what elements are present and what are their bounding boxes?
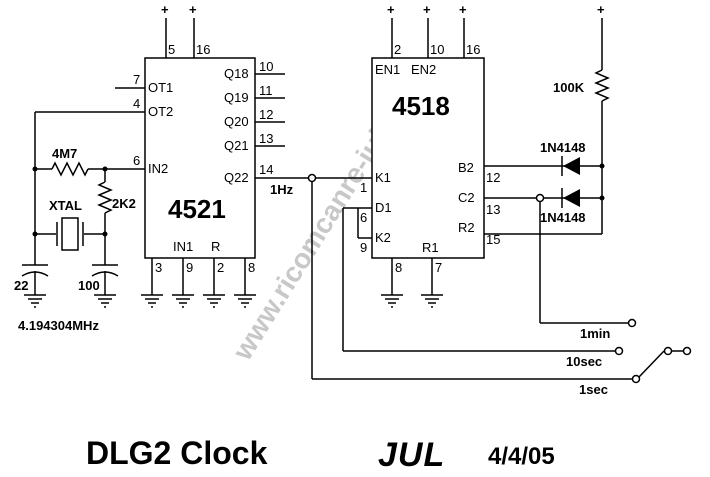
junction-dot — [32, 231, 38, 237]
junction-dot — [102, 231, 108, 237]
output-10sec-terminal — [614, 346, 624, 356]
resistor-2k2-label: 2K2 — [112, 196, 136, 211]
output-1sec-label: 1sec — [579, 382, 608, 397]
pin-number: 9 — [360, 240, 367, 255]
output-10sec-label: 10sec — [566, 354, 602, 369]
chip-4518-name: 4518 — [392, 91, 450, 121]
chip-4521-body — [144, 57, 256, 259]
junction-dot — [599, 163, 605, 169]
ground-icon — [172, 294, 194, 308]
pin-number: 9 — [186, 260, 193, 275]
pin-label: R1 — [422, 240, 439, 255]
crystal-frequency-label: 4.194304MHz — [18, 318, 99, 333]
pin-number: 6 — [133, 153, 140, 168]
output-1sec-terminal — [631, 374, 641, 384]
supply-plus: + — [189, 2, 197, 17]
pin-number: 16 — [196, 42, 210, 57]
pin-number: 13 — [259, 131, 273, 146]
pin-number: 6 — [360, 210, 367, 225]
diode-1-icon — [555, 156, 602, 176]
crystal-label: XTAL — [49, 198, 82, 213]
pin-number: 4 — [133, 96, 140, 111]
pin-number: 14 — [259, 162, 273, 177]
net-node — [307, 173, 317, 183]
pin-number: 8 — [248, 260, 255, 275]
pin-number: 8 — [395, 260, 402, 275]
pin-number: 10 — [259, 59, 273, 74]
supply-plus: + — [459, 2, 467, 17]
supply-plus: + — [387, 2, 395, 17]
ground-icon — [421, 294, 443, 308]
pin-label: EN2 — [411, 62, 436, 77]
pin-label: EN1 — [375, 62, 400, 77]
pin-label: IN1 — [173, 239, 193, 254]
pin-label: Q22 — [224, 170, 249, 185]
ground-icon — [234, 294, 256, 308]
ground-icon — [94, 294, 116, 308]
ground-icon — [141, 294, 163, 308]
pin-number: 7 — [133, 72, 140, 87]
capacitor-100-label: 100 — [78, 278, 100, 293]
supply-plus: + — [597, 2, 605, 17]
capacitor-22-label: 22 — [14, 278, 28, 293]
resistor-100k-label: 100K — [553, 80, 585, 95]
ground-icon — [203, 294, 225, 308]
ground-group-4521 — [151, 258, 246, 295]
pin-number: 12 — [259, 107, 273, 122]
pin-number: 10 — [430, 42, 444, 57]
pin-number: 2 — [217, 260, 224, 275]
pin-label: Q19 — [224, 90, 249, 105]
author-logo: JUL — [378, 436, 445, 474]
pin-number: 3 — [155, 260, 162, 275]
pin-label: Q20 — [224, 114, 249, 129]
chip-4521-name: 4521 — [168, 194, 226, 224]
pin-label: C2 — [458, 190, 475, 205]
selector-switch-icon — [638, 346, 692, 378]
pin-number: 1 — [360, 180, 367, 195]
page-title: DLG2 Clock — [86, 435, 268, 471]
pin-label: Q21 — [224, 138, 249, 153]
pin-label: B2 — [458, 160, 474, 175]
pin-label: K2 — [375, 230, 391, 245]
ground-icon — [381, 294, 403, 308]
pin-label: D1 — [375, 200, 392, 215]
crystal-icon — [56, 217, 84, 251]
output-1min-label: 1min — [580, 326, 610, 341]
pin-number: 11 — [259, 83, 273, 98]
capacitor-100-icon — [91, 264, 119, 295]
pin-number: 13 — [486, 202, 500, 217]
output-1min-terminal — [627, 318, 637, 328]
diode-2-label: 1N4148 — [540, 210, 586, 225]
resistor-4m7-label: 4M7 — [52, 146, 77, 161]
resistor-100k-icon — [594, 69, 610, 102]
resistor-4m7-icon — [51, 161, 89, 177]
pin-label: R2 — [458, 220, 475, 235]
diode-2-icon — [555, 188, 602, 208]
pin-number: 5 — [168, 42, 175, 57]
ground-icon — [24, 294, 46, 308]
pin-label: OT2 — [148, 104, 173, 119]
net-1hz-label: 1Hz — [270, 182, 294, 197]
pin-number: 2 — [394, 42, 401, 57]
pin-number: 16 — [466, 42, 480, 57]
capacitor-22-icon — [21, 264, 49, 295]
supply-plus: + — [423, 2, 431, 17]
supply-plus: + — [161, 2, 169, 17]
pin-label: OT1 — [148, 80, 173, 95]
junction-dot — [599, 195, 605, 201]
pin-label: IN2 — [148, 161, 168, 176]
resistor-2k2-icon — [97, 181, 113, 214]
pin-label: K1 — [375, 170, 391, 185]
pin-number: 12 — [486, 170, 500, 185]
net-node — [535, 193, 545, 203]
diode-1-label: 1N4148 — [540, 140, 586, 155]
pin-label: Q18 — [224, 66, 249, 81]
pin-number: 7 — [435, 260, 442, 275]
pin-number: 15 — [486, 232, 500, 247]
chip-4518-body — [371, 57, 485, 259]
pin-label: R — [211, 239, 220, 254]
date-label: 4/4/05 — [488, 443, 555, 470]
